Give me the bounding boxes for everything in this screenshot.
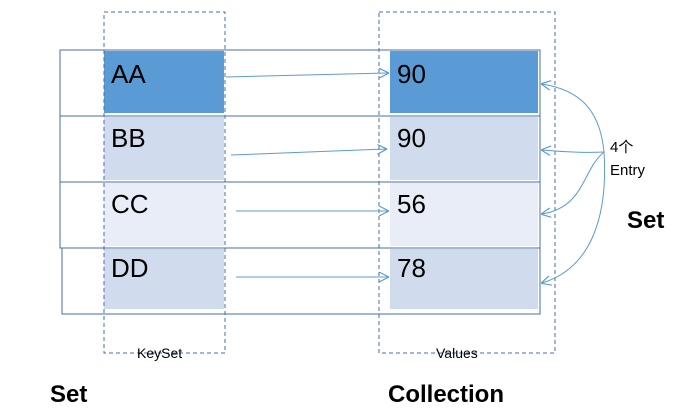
value-text-3: 56 bbox=[397, 189, 426, 219]
value-text-2: 90 bbox=[397, 123, 426, 153]
key-cell-2 bbox=[104, 117, 224, 180]
key-value-arrow-2 bbox=[230, 149, 386, 156]
value-cell-2 bbox=[390, 117, 538, 180]
collection-label: Collection bbox=[388, 381, 504, 408]
key-text-1: AA bbox=[111, 59, 146, 89]
value-cell-1 bbox=[390, 51, 538, 113]
right-set-label: Set bbox=[627, 207, 664, 234]
values-label: Values bbox=[436, 345, 478, 361]
entry-arrow-2 bbox=[542, 150, 605, 152]
value-text-1: 90 bbox=[397, 59, 426, 89]
key-text-4: DD bbox=[111, 253, 149, 283]
value-text-4: 78 bbox=[397, 253, 426, 283]
key-cell-3 bbox=[104, 183, 224, 246]
key-cell-4 bbox=[104, 249, 224, 309]
value-cell-3 bbox=[390, 183, 538, 246]
value-cell-4 bbox=[390, 249, 538, 309]
entry-arrow-4 bbox=[542, 151, 606, 283]
entry-arrow-3 bbox=[542, 151, 605, 214]
key-text-3: CC bbox=[111, 189, 149, 219]
bottom-set-label: Set bbox=[50, 381, 87, 408]
entry-count-label: 4个 bbox=[610, 139, 633, 156]
entry-arrow-1 bbox=[542, 84, 605, 153]
keyset-label: KeySet bbox=[137, 345, 182, 361]
key-text-2: BB bbox=[111, 123, 146, 153]
key-value-arrow-1 bbox=[225, 73, 388, 77]
key-cell-1 bbox=[104, 51, 224, 113]
entry-word-label: Entry bbox=[610, 162, 646, 179]
values-dashed-box bbox=[378, 11, 556, 354]
